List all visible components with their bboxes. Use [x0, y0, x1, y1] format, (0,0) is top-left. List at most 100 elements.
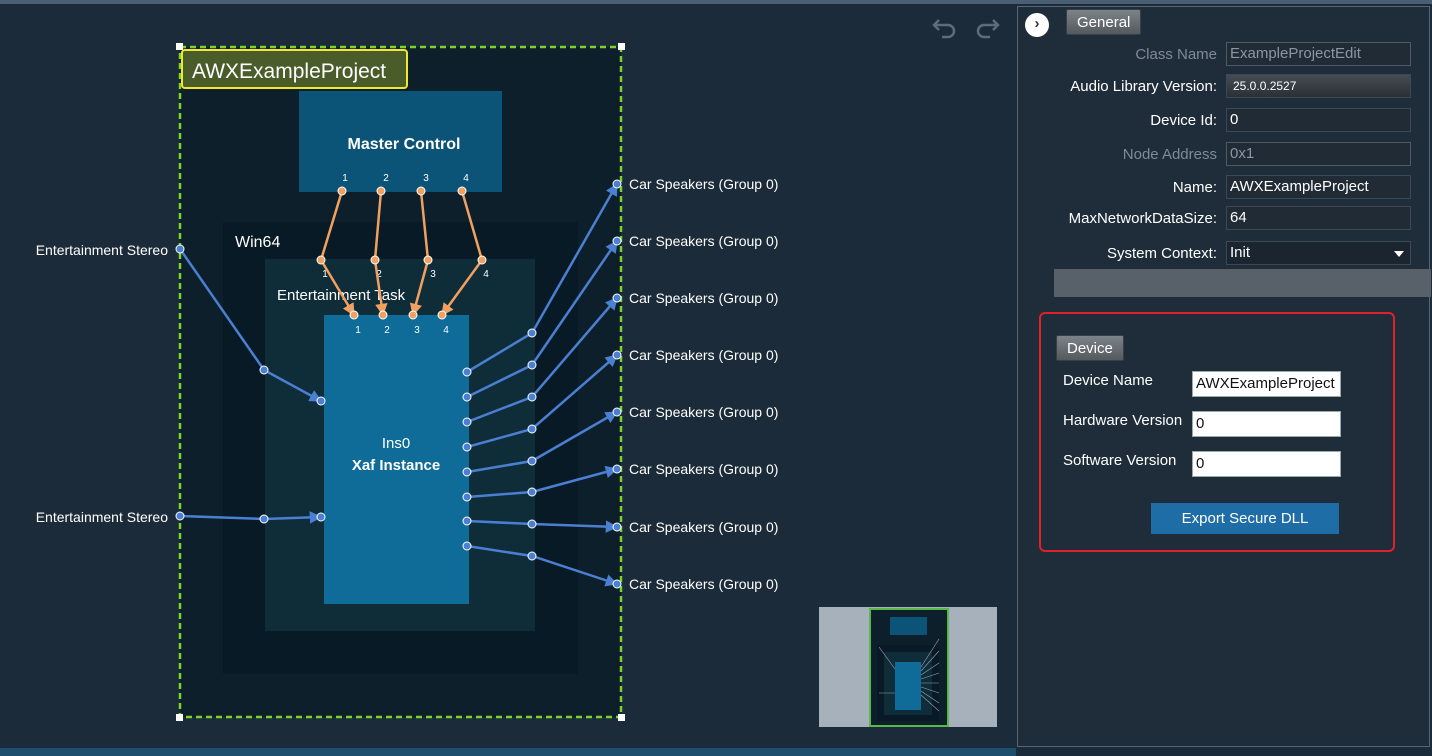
output-label[interactable]: Car Speakers (Group 0) [629, 176, 778, 192]
instance-control-pin[interactable] [349, 310, 359, 320]
task-output-pin[interactable] [527, 328, 537, 338]
instance-output-pin[interactable] [462, 492, 472, 502]
status-bar [0, 748, 1016, 756]
device-name-label: Device Name [1063, 372, 1154, 389]
name-field[interactable]: AWXExampleProject [1226, 175, 1411, 199]
max-network-data-size-field[interactable]: 64 [1226, 206, 1411, 230]
output-label[interactable]: Car Speakers (Group 0) [629, 576, 778, 592]
output-label[interactable]: Car Speakers (Group 0) [629, 233, 778, 249]
instance-control-pin[interactable] [437, 310, 447, 320]
instance-control-pin[interactable] [378, 310, 388, 320]
instance-output-pin[interactable] [462, 467, 472, 477]
master-pin-label: 2 [383, 173, 389, 184]
instance-input-pin[interactable] [316, 396, 326, 406]
input-label[interactable]: Entertainment Stereo [36, 509, 169, 525]
undo-button[interactable] [930, 12, 960, 42]
instance-pin-label: 3 [414, 325, 420, 336]
device-tab[interactable]: Device [1056, 335, 1124, 361]
task-input-pin[interactable] [259, 365, 269, 375]
output-pin[interactable] [612, 293, 622, 303]
resize-handle-top-right[interactable] [618, 43, 625, 50]
instance-id: Ins0 [382, 435, 410, 452]
input-pin[interactable] [175, 511, 185, 521]
master-output-pin[interactable] [457, 186, 467, 196]
collapse-panel-button[interactable]: › [1025, 13, 1049, 37]
master-pin-label: 1 [342, 173, 348, 184]
output-pin[interactable] [612, 464, 622, 474]
output-label[interactable]: Car Speakers (Group 0) [629, 290, 778, 306]
master-control-title: Master Control [348, 136, 461, 153]
task-control-pin[interactable] [423, 255, 433, 265]
output-pin[interactable] [612, 179, 622, 189]
master-control-block[interactable] [299, 91, 502, 192]
node-address-field: 0x1 [1226, 142, 1411, 166]
task-output-pin[interactable] [527, 392, 537, 402]
output-label[interactable]: Car Speakers (Group 0) [629, 461, 778, 477]
software-version-input[interactable]: 0 [1192, 451, 1341, 477]
instance-pin-label: 4 [443, 325, 449, 336]
output-pin[interactable] [612, 579, 622, 589]
task-output-pin[interactable] [527, 424, 537, 434]
software-version-label: Software Version [1063, 452, 1177, 469]
system-context-row: System Context: Init [1018, 241, 1431, 267]
output-pin[interactable] [612, 522, 622, 532]
export-secure-dll-button[interactable]: Export Secure DLL [1151, 503, 1339, 534]
class-name-row: Class Name ExampleProjectEdit [1018, 42, 1431, 68]
master-output-pin[interactable] [416, 186, 426, 196]
output-label[interactable]: Car Speakers (Group 0) [629, 404, 778, 420]
instance-output-pin[interactable] [462, 442, 472, 452]
instance-pin-label: 2 [384, 325, 390, 336]
output-label[interactable]: Car Speakers (Group 0) [629, 519, 778, 535]
task-control-pin[interactable] [477, 255, 487, 265]
task-input-pin[interactable] [259, 514, 269, 524]
output-pin[interactable] [612, 350, 622, 360]
device-section: Device Device Name AWXExampleProject Har… [1039, 312, 1395, 552]
task-control-pin[interactable] [370, 255, 380, 265]
device-id-field[interactable]: 0 [1226, 108, 1411, 132]
audio-library-version-row: Audio Library Version: 25.0.0.2527 [1018, 74, 1431, 100]
design-canvas[interactable]: AWXExampleProject Win64 Entertainment Ta… [0, 4, 1016, 748]
system-context-value: Init [1230, 244, 1251, 261]
input-pin[interactable] [175, 244, 185, 254]
instance-output-pin[interactable] [462, 392, 472, 402]
task-control-pin[interactable] [316, 255, 326, 265]
instance-output-pin[interactable] [462, 516, 472, 526]
output-pin[interactable] [612, 407, 622, 417]
master-output-pin[interactable] [337, 186, 347, 196]
task-output-pin[interactable] [527, 456, 537, 466]
project-title-box[interactable] [181, 49, 408, 89]
resize-handle-bottom-left[interactable] [176, 714, 183, 721]
device-name-input[interactable]: AWXExampleProject [1192, 371, 1341, 397]
audio-library-version-button[interactable]: 25.0.0.2527 [1226, 74, 1411, 98]
task-output-pin[interactable] [527, 487, 537, 497]
instance-output-pin[interactable] [462, 417, 472, 427]
instance-control-pin[interactable] [408, 310, 418, 320]
task-pin-label: 3 [430, 269, 436, 280]
resize-handle-top-left[interactable] [176, 43, 183, 50]
general-tab[interactable]: General [1066, 9, 1142, 35]
task-pin-label: 4 [483, 269, 489, 280]
node-address-label: Node Address [1122, 146, 1217, 163]
output-pin[interactable] [612, 236, 622, 246]
instance-output-pin[interactable] [462, 367, 472, 377]
xaf-instance-block[interactable] [324, 315, 469, 604]
output-label[interactable]: Car Speakers (Group 0) [629, 347, 778, 363]
redo-button[interactable] [972, 12, 1002, 42]
task-output-pin[interactable] [527, 519, 537, 529]
master-output-pin[interactable] [376, 186, 386, 196]
name-row: Name: AWXExampleProject [1018, 175, 1431, 201]
signal-flow-diagram[interactable]: AWXExampleProject Win64 Entertainment Ta… [0, 4, 1016, 748]
device-id-row: Device Id: 0 [1018, 108, 1431, 134]
task-output-pin[interactable] [527, 360, 537, 370]
instance-output-pin[interactable] [462, 541, 472, 551]
task-output-pin[interactable] [527, 551, 537, 561]
minimap[interactable] [819, 607, 997, 727]
instance-input-pin[interactable] [316, 512, 326, 522]
max-network-data-size-row: MaxNetworkDataSize: 64 [1018, 206, 1431, 232]
input-label[interactable]: Entertainment Stereo [36, 242, 169, 258]
resize-handle-bottom-right[interactable] [618, 714, 625, 721]
hardware-version-input[interactable]: 0 [1192, 411, 1341, 437]
system-context-select[interactable]: Init [1226, 241, 1411, 265]
master-pin-label: 4 [463, 173, 469, 184]
project-title: AWXExampleProject [192, 60, 386, 83]
